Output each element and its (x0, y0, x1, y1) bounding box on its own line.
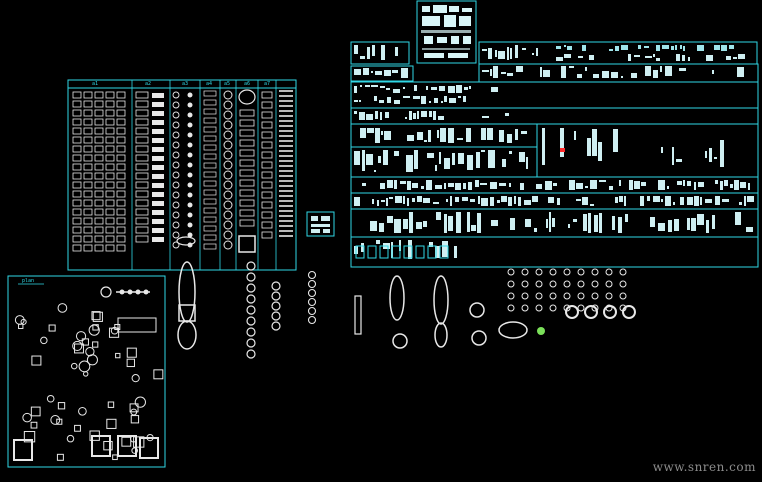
right-sheet-group[interactable] (350, 41, 759, 268)
watermark: www.snren.com (652, 460, 756, 474)
col-header: a1 (92, 81, 99, 87)
col-header: a3 (182, 81, 189, 87)
bottom-left-symbols (13, 286, 164, 461)
floating-ornaments (246, 245, 636, 359)
col-header: a7 (264, 81, 271, 87)
col-header: a2 (145, 81, 152, 87)
left-symbol-sheet[interactable] (67, 79, 297, 350)
small-floating-sheet[interactable] (306, 211, 335, 237)
col-header: a5 (224, 81, 231, 87)
left-sheet-symbols (72, 89, 293, 350)
top-center-sheet[interactable] (416, 0, 477, 64)
bottom-left-sheet-title: plan (22, 278, 35, 284)
bottom-left-sheet[interactable] (7, 275, 166, 468)
col-header: a6 (244, 81, 251, 87)
col-header: a4 (206, 81, 213, 87)
